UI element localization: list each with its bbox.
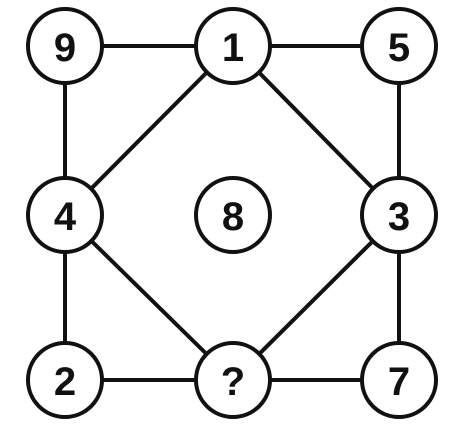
node-circle: [194, 176, 272, 254]
node-label: 4: [54, 195, 77, 239]
node-circle: [360, 341, 438, 419]
node-bottom-middle: ?: [194, 341, 272, 419]
node-label: 7: [388, 360, 410, 404]
node-label: 1: [222, 26, 244, 70]
node-center: 8: [194, 176, 272, 254]
node-circle: [360, 7, 438, 85]
node-circle: [194, 341, 272, 419]
node-bottom-left: 2: [26, 341, 104, 419]
node-label: 5: [388, 26, 410, 70]
node-circle: [26, 7, 104, 85]
edge-middle-right-to-bottom-middle: [231, 213, 401, 382]
node-circle: [360, 176, 438, 254]
node-bottom-right: 7: [360, 341, 438, 419]
node-label: 2: [54, 360, 76, 404]
node-circle: [26, 341, 104, 419]
node-top-left: 9: [26, 7, 104, 85]
edge-top-middle-to-middle-right: [231, 44, 401, 217]
node-label: 3: [388, 195, 410, 239]
node-circle: [26, 176, 104, 254]
node-top-right: 5: [360, 7, 438, 85]
edge-top-middle-to-middle-left: [63, 44, 235, 217]
node-middle-left: 4: [26, 176, 104, 254]
node-circle: [194, 7, 272, 85]
node-top-middle: 1: [194, 7, 272, 85]
node-label: 8: [222, 195, 244, 239]
node-label-unknown: ?: [221, 360, 245, 404]
node-middle-right: 3: [360, 176, 438, 254]
edge-middle-left-to-bottom-middle: [63, 213, 235, 382]
node-label: 9: [54, 26, 76, 70]
